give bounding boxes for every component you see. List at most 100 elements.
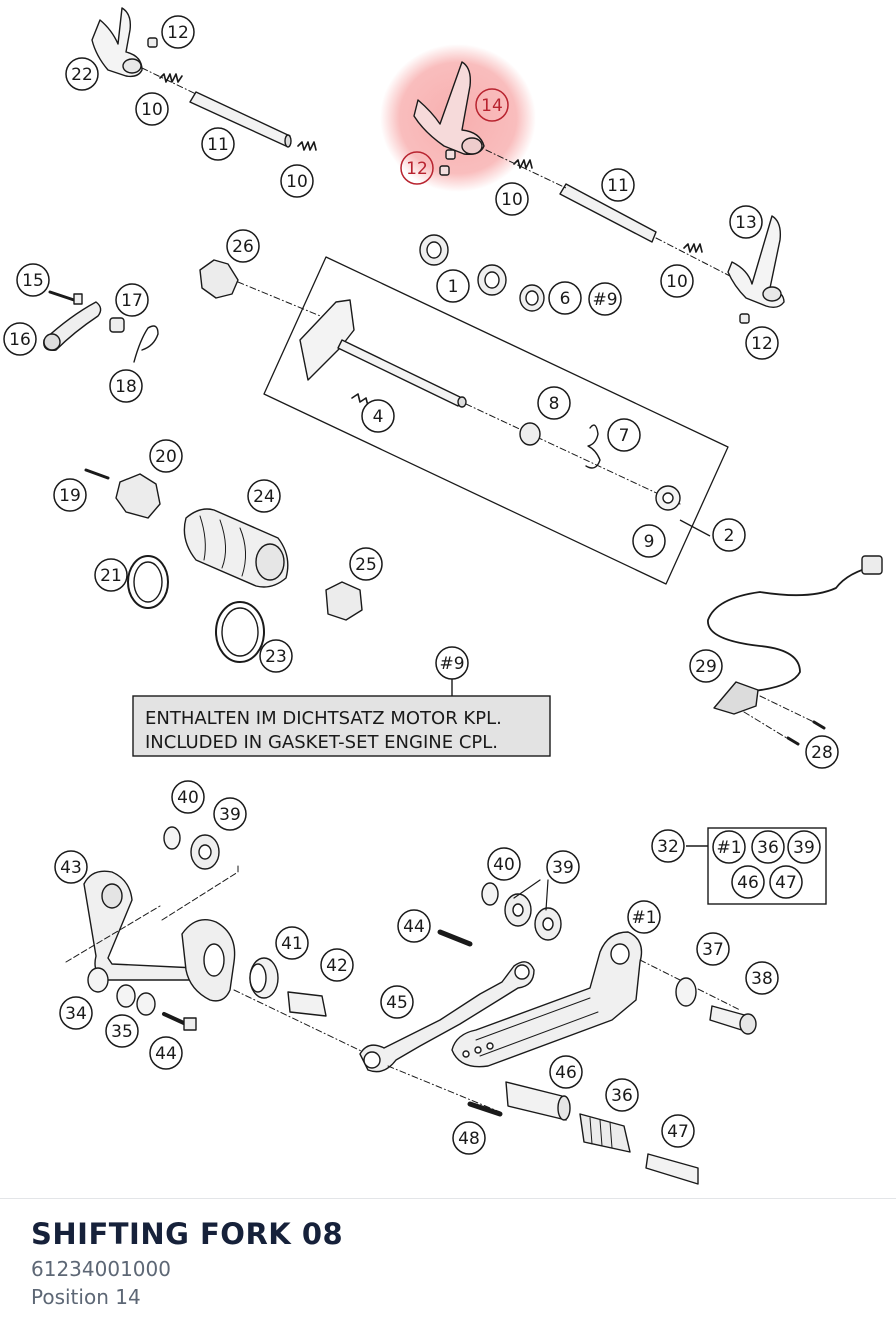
callout-9note[interactable]: #9 — [435, 646, 469, 680]
callout-37[interactable]: 37 — [696, 932, 730, 966]
spring-7[interactable] — [585, 424, 601, 469]
shift-drum-star-25[interactable] — [325, 581, 363, 621]
callout-4[interactable]: 4 — [361, 399, 395, 433]
shift-lever-1[interactable] — [451, 931, 643, 1068]
callout-1ref[interactable]: #1 — [627, 900, 661, 934]
washer-34[interactable] — [87, 967, 109, 993]
callout-44b[interactable]: 44 — [149, 1036, 183, 1070]
kit-item-47[interactable]: 47 — [769, 865, 803, 899]
callout-2[interactable]: 2 — [712, 518, 746, 552]
callout-13[interactable]: 13 — [729, 205, 763, 239]
screw-15[interactable] — [48, 290, 76, 302]
shift-drum-star-20[interactable] — [115, 473, 161, 519]
shift-shaft-2[interactable] — [299, 299, 355, 381]
callout-18[interactable]: 18 — [109, 369, 143, 403]
callout-39a[interactable]: 39 — [213, 797, 247, 831]
callout-12a[interactable]: 12 — [161, 15, 195, 49]
callout-7[interactable]: 7 — [607, 418, 641, 452]
callout-22[interactable]: 22 — [65, 57, 99, 91]
callout-32[interactable]: 32 — [651, 829, 685, 863]
callout-12c[interactable]: 12 — [745, 326, 779, 360]
screw-19[interactable] — [84, 468, 110, 480]
callout-8[interactable]: 8 — [537, 386, 571, 420]
callout-9ref[interactable]: #9 — [588, 282, 622, 316]
callout-26[interactable]: 26 — [226, 229, 260, 263]
washer-35b[interactable] — [136, 992, 156, 1016]
callout-16[interactable]: 16 — [3, 322, 37, 356]
spring-10d[interactable] — [683, 243, 703, 253]
callout-40a[interactable]: 40 — [171, 780, 205, 814]
kit-item-36[interactable]: 36 — [751, 830, 785, 864]
washer-40b[interactable] — [481, 882, 499, 906]
callout-29[interactable]: 29 — [689, 649, 723, 683]
callout-24[interactable]: 24 — [247, 479, 281, 513]
linkage-rod-45[interactable] — [359, 961, 535, 1073]
callout-47[interactable]: 47 — [661, 1114, 695, 1148]
callout-46[interactable]: 46 — [549, 1055, 583, 1089]
callout-39b[interactable]: 39 — [546, 850, 580, 884]
callout-11b[interactable]: 11 — [601, 168, 635, 202]
spring-18[interactable] — [133, 325, 159, 363]
callout-40b[interactable]: 40 — [487, 847, 521, 881]
kit-item-46[interactable]: 46 — [731, 865, 765, 899]
screw-44a[interactable] — [437, 929, 473, 947]
callout-45[interactable]: 45 — [380, 985, 414, 1019]
callout-9[interactable]: 9 — [632, 524, 666, 558]
gear-sensor-cable[interactable] — [707, 565, 877, 693]
callout-17[interactable]: 17 — [115, 283, 149, 317]
shift-lever-43[interactable] — [83, 870, 197, 981]
callout-44a[interactable]: 44 — [397, 909, 431, 943]
callout-28[interactable]: 28 — [805, 735, 839, 769]
screw-48[interactable] — [467, 1101, 503, 1117]
shift-drum-star-26[interactable] — [199, 259, 239, 299]
sleeve-46[interactable] — [505, 1081, 567, 1121]
callout-48[interactable]: 48 — [452, 1121, 486, 1155]
callout-25[interactable]: 25 — [349, 547, 383, 581]
roller-12a[interactable] — [147, 37, 158, 48]
callout-47-circle — [661, 1114, 695, 1148]
callout-42[interactable]: 42 — [320, 948, 354, 982]
callout-41[interactable]: 41 — [275, 926, 309, 960]
bushing-8[interactable] — [519, 422, 541, 446]
sleeve-42[interactable] — [287, 991, 327, 1017]
washer-37[interactable] — [675, 977, 697, 1007]
callout-35[interactable]: 35 — [105, 1014, 139, 1048]
callout-36[interactable]: 36 — [605, 1078, 639, 1112]
callout-19[interactable]: 19 — [53, 478, 87, 512]
callout-23[interactable]: 23 — [259, 639, 293, 673]
shift-fork-14[interactable] — [413, 61, 485, 156]
callout-11a[interactable]: 11 — [201, 127, 235, 161]
callout-10d[interactable]: 10 — [660, 264, 694, 298]
callout-20[interactable]: 20 — [149, 439, 183, 473]
kit-item-39[interactable]: 39 — [787, 830, 821, 864]
callout-21[interactable]: 21 — [94, 558, 128, 592]
bushing-17[interactable] — [109, 317, 125, 333]
bearing-23[interactable] — [215, 601, 265, 663]
callout-34[interactable]: 34 — [59, 996, 93, 1030]
callout-6[interactable]: 6 — [548, 281, 582, 315]
callout-10c[interactable]: 10 — [495, 182, 529, 216]
screw-44b[interactable] — [162, 1012, 188, 1026]
washer-35a[interactable] — [116, 984, 136, 1008]
callout-1[interactable]: 1 — [436, 269, 470, 303]
washer-40a[interactable] — [163, 826, 181, 850]
spring-10b[interactable] — [297, 141, 317, 151]
gear-sensor-29[interactable] — [713, 681, 759, 715]
callout-15[interactable]: 15 — [16, 263, 50, 297]
callout-38[interactable]: 38 — [745, 961, 779, 995]
kit-item-ref1[interactable]: #1 — [712, 830, 746, 864]
spring-10c[interactable] — [513, 159, 533, 169]
callout-14[interactable]: 14 — [475, 88, 509, 122]
shaft-11b[interactable] — [559, 183, 657, 243]
bearing-21[interactable] — [127, 555, 169, 609]
callout-43[interactable]: 43 — [54, 850, 88, 884]
callout-10a[interactable]: 10 — [135, 92, 169, 126]
spring-10a[interactable] — [159, 73, 183, 83]
roller-12b[interactable] — [445, 149, 456, 160]
callout-12b[interactable]: 12 — [400, 151, 434, 185]
screw-28[interactable] — [786, 720, 826, 746]
roller-12c[interactable] — [739, 313, 750, 324]
bolt-47[interactable] — [645, 1153, 699, 1185]
callout-10b[interactable]: 10 — [280, 164, 314, 198]
rubber-36[interactable] — [579, 1113, 631, 1153]
